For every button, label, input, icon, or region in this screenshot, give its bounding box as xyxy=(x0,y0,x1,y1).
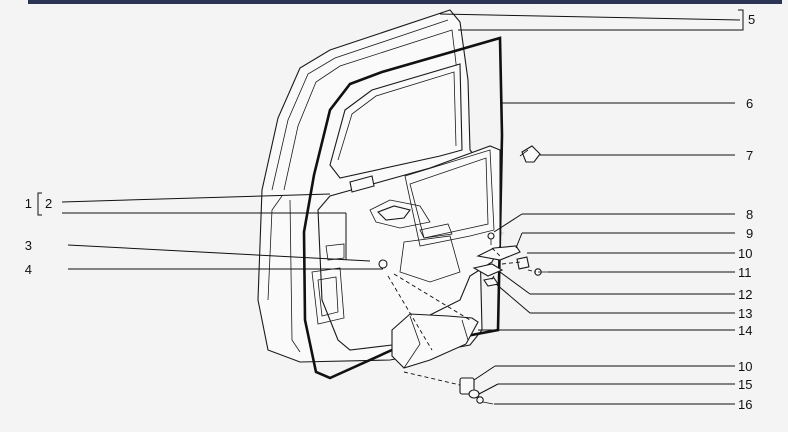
bottom-fasteners xyxy=(459,377,494,405)
callout-3: 3 xyxy=(25,238,32,253)
callout-16: 16 xyxy=(738,397,752,412)
door-pocket xyxy=(391,313,479,369)
screw-part xyxy=(487,232,495,245)
pull-cup xyxy=(476,245,521,261)
callout-numbers: 1 2 3 4 5 6 7 8 9 10 11 12 13 14 10 15 1… xyxy=(25,12,755,412)
leader-lines xyxy=(37,9,744,405)
window-opening xyxy=(329,63,463,179)
assembly-lines xyxy=(387,247,537,386)
callout-5: 5 xyxy=(748,12,755,27)
inside-handle xyxy=(349,175,375,193)
callout-13: 13 xyxy=(738,306,752,321)
callout-9: 9 xyxy=(746,226,753,241)
retainer xyxy=(483,277,499,287)
nut-and-screw xyxy=(516,256,548,276)
clip-part xyxy=(519,145,541,163)
callout-10-upper: 10 xyxy=(738,246,752,261)
callout-6: 6 xyxy=(746,96,753,111)
callout-11: 11 xyxy=(738,265,752,280)
callout-2: 2 xyxy=(45,196,52,211)
bracket xyxy=(472,263,504,277)
callout-10-lower: 10 xyxy=(738,359,752,374)
callout-15: 15 xyxy=(738,377,752,392)
top-bar xyxy=(28,0,782,4)
callout-12: 12 xyxy=(738,287,752,302)
callout-14: 14 xyxy=(738,323,752,338)
callout-4: 4 xyxy=(25,262,32,277)
callout-7: 7 xyxy=(746,148,753,163)
trim-panel xyxy=(311,145,501,351)
callout-1: 1 xyxy=(25,196,32,211)
callout-8: 8 xyxy=(746,207,753,222)
